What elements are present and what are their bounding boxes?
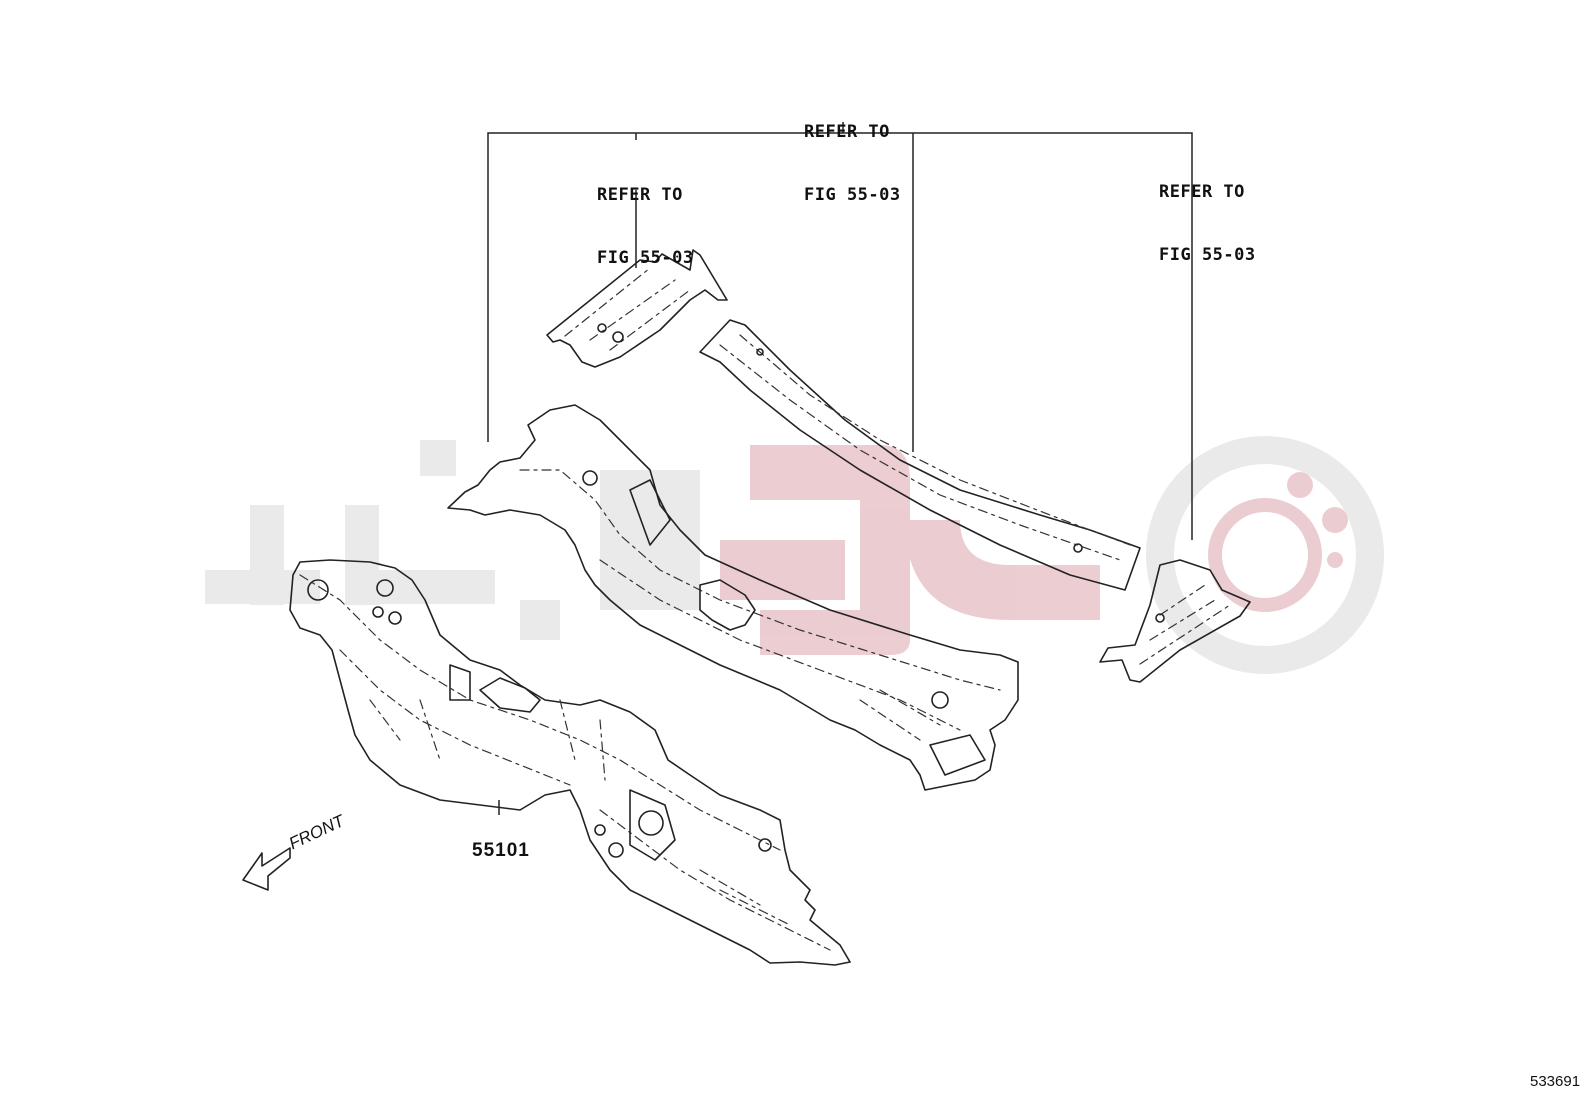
dash-panel-55101	[289, 559, 851, 966]
refer-line1: REFER TO	[1159, 182, 1245, 202]
refer-label-top: REFER TO FIG 55-03	[804, 80, 901, 248]
refer-line2: FIG 55-03	[597, 248, 694, 268]
upper-left-bracket	[546, 249, 728, 368]
cowl-top-panel	[699, 319, 1141, 591]
refer-line1: REFER TO	[597, 185, 683, 205]
front-arrow-icon	[242, 847, 291, 891]
refer-label-left: REFER TO FIG 55-03	[597, 143, 694, 311]
dash-panel-upper	[447, 404, 1019, 791]
refer-label-right: REFER TO FIG 55-03	[1159, 140, 1256, 308]
upper-right-bracket	[1099, 559, 1251, 683]
refer-line2: FIG 55-03	[1159, 245, 1256, 265]
part-number-label[interactable]: 55101	[472, 840, 530, 861]
refer-line1: REFER TO	[804, 122, 890, 142]
figure-id: 533691	[1530, 1073, 1581, 1090]
refer-line2: FIG 55-03	[804, 185, 901, 205]
leader-lines	[487, 122, 1193, 815]
